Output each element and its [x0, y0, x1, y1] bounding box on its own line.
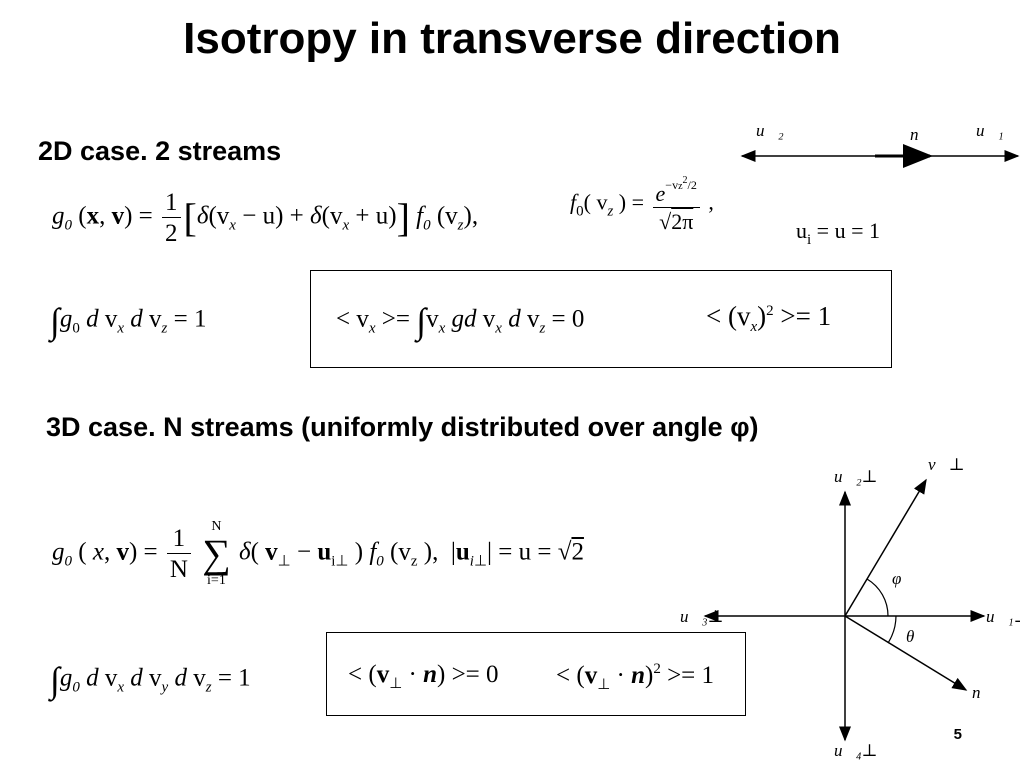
equation-f0: f0( vz ) = e−vz2/2 √2π , [570, 175, 714, 234]
label-n: n⃗ [910, 125, 932, 144]
label-u2: u⃗₂ [756, 121, 784, 140]
moments-box-3d [326, 632, 746, 716]
equation-moments-2d: < vx >= ∫vx gd vx d vz = 0 [336, 301, 585, 341]
equation-normalization-3d: ∫g0 d vx d vy d vz = 1 [50, 660, 251, 700]
label-v-perp: v⃗⊥ [928, 455, 965, 474]
equation-second-moment-3d: < (v⊥ · n)2 >= 1 [556, 661, 715, 693]
label-u2-perp: u⃗₂⊥ [834, 467, 878, 486]
moments-box-2d [310, 270, 892, 368]
v-perp-vector [844, 478, 927, 617]
n-vector-3d [844, 615, 968, 691]
diagram-2d-streams: u⃗₂ n⃗ u⃗₁ [740, 121, 1020, 168]
equation-ui-equals-u: ui = u = 1 [796, 218, 880, 248]
diagram-3d-streams: v⃗⊥ u⃗₂⊥ u⃗₃⊥ u⃗₁⊥ u⃗₄⊥ n⃗ φ θ [680, 455, 1020, 760]
heading-3d-case: 3D case. N streams (uniformly distribute… [46, 412, 759, 442]
equation-second-moment-2d: < (vx)2 >= 1 [706, 301, 832, 335]
label-theta: θ [906, 627, 914, 646]
label-u4-perp: u⃗₄⊥ [834, 741, 878, 760]
heading-2d-case: 2D case. 2 streams [38, 136, 282, 166]
label-phi: φ [892, 569, 901, 588]
equation-normalization-2d: ∫g0 d vx d vz = 1 [50, 301, 207, 341]
label-n-3d: n⃗ [972, 683, 994, 702]
label-u3-perp: u⃗₃⊥ [680, 607, 724, 626]
label-u1-perp: u⃗₁⊥ [986, 607, 1020, 626]
page-number: 5 [953, 726, 962, 743]
slide-title: Isotropy in transverse direction [183, 14, 841, 63]
sqrt-2pi: 2π [671, 209, 694, 234]
sqrt-2: 2 [571, 538, 584, 566]
phi-arc [866, 578, 889, 617]
label-u1: u⃗₁ [976, 121, 1004, 140]
equation-moments-3d: < (v⊥ · n) >= 0 [348, 661, 499, 692]
theta-arc [887, 615, 897, 644]
